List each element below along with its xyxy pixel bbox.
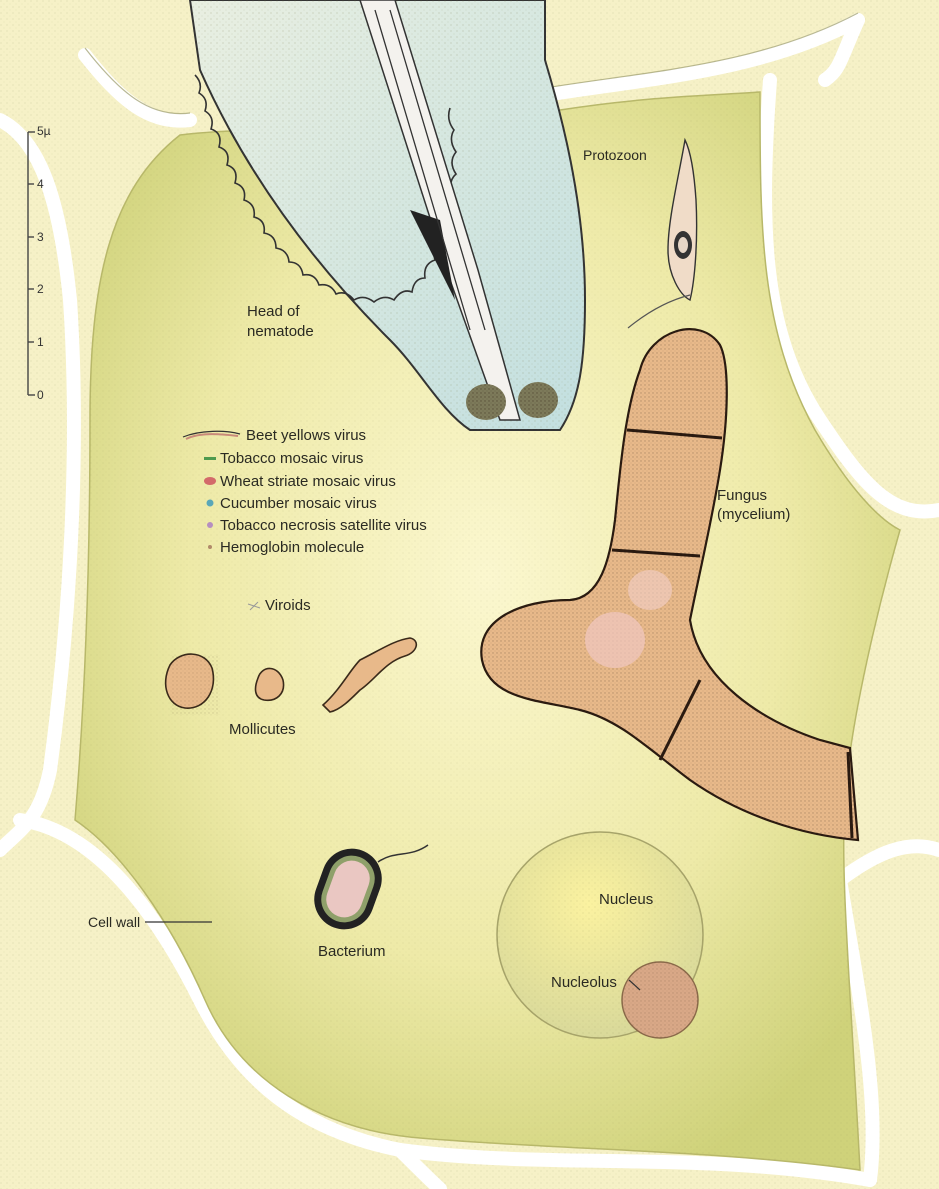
legend-label-tobacco-necrosis: Tobacco necrosis satellite virus <box>220 516 427 535</box>
legend-label-cucumber-mosaic: Cucumber mosaic virus <box>220 494 377 513</box>
scale-tick-3: 3 <box>37 230 44 244</box>
legend-label-hemoglobin: Hemoglobin molecule <box>220 538 364 557</box>
label-head-of-nematode-2: nematode <box>247 322 314 341</box>
legend-swatch-tobacco-mosaic <box>204 457 216 460</box>
legend-swatch-wheat-striate <box>204 477 216 485</box>
scale-tick-5: 5µ <box>37 124 51 138</box>
legend-swatch-hemoglobin <box>208 545 212 549</box>
label-protozoon: Protozoon <box>583 146 647 165</box>
scale-tick-4: 4 <box>37 177 44 191</box>
scale-tick-0: 0 <box>37 388 44 402</box>
label-head-of-nematode-1: Head of <box>247 302 300 321</box>
legend-swatch-cucumber-mosaic <box>207 500 214 507</box>
label-cell-wall: Cell wall <box>88 913 140 932</box>
label-viroids: Viroids <box>265 596 311 615</box>
label-fungus-1: Fungus <box>717 486 767 505</box>
label-bacterium: Bacterium <box>318 942 386 961</box>
label-mollicutes: Mollicutes <box>229 720 296 739</box>
legend-label-wheat-striate: Wheat striate mosaic virus <box>220 472 396 491</box>
legend-label-beet-yellows: Beet yellows virus <box>246 426 366 445</box>
legend-label-tobacco-mosaic: Tobacco mosaic virus <box>220 449 363 468</box>
scale-tick-2: 2 <box>37 282 44 296</box>
legend-swatch-tobacco-necrosis <box>207 522 213 528</box>
scale-tick-1: 1 <box>37 335 44 349</box>
label-fungus-2: (mycelium) <box>717 505 790 524</box>
label-nucleolus: Nucleolus <box>551 973 617 992</box>
nucleus-drawing <box>497 832 703 1038</box>
label-nucleus: Nucleus <box>599 890 653 909</box>
